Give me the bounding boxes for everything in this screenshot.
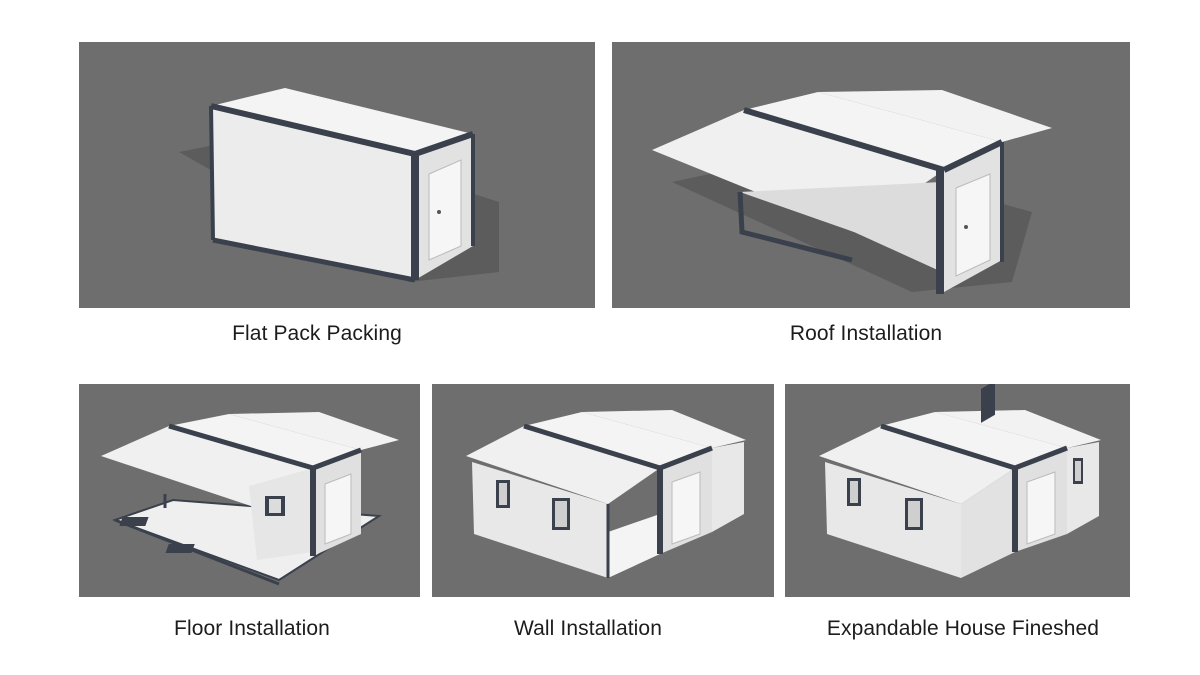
floor-installation-illustration xyxy=(101,412,399,586)
step-3-caption: Floor Installation xyxy=(174,617,330,640)
flat-pack-illustration xyxy=(179,88,499,283)
step-1-caption: Flat Pack Packing xyxy=(232,322,402,345)
flat-pack-image xyxy=(79,42,595,308)
floor-installation-image xyxy=(79,384,420,597)
finished-house-image xyxy=(785,384,1130,597)
step-5-caption: Expandable House Fineshed xyxy=(826,617,1100,640)
step-4-caption: Wall Installation xyxy=(514,617,662,640)
roof-installation-image xyxy=(612,42,1130,308)
step-2-caption: Roof Installation xyxy=(789,322,943,345)
wall-installation-image xyxy=(432,384,774,597)
wall-installation-illustration xyxy=(466,410,746,578)
finished-house-illustration xyxy=(819,384,1101,578)
roof-installation-illustration xyxy=(652,90,1052,294)
